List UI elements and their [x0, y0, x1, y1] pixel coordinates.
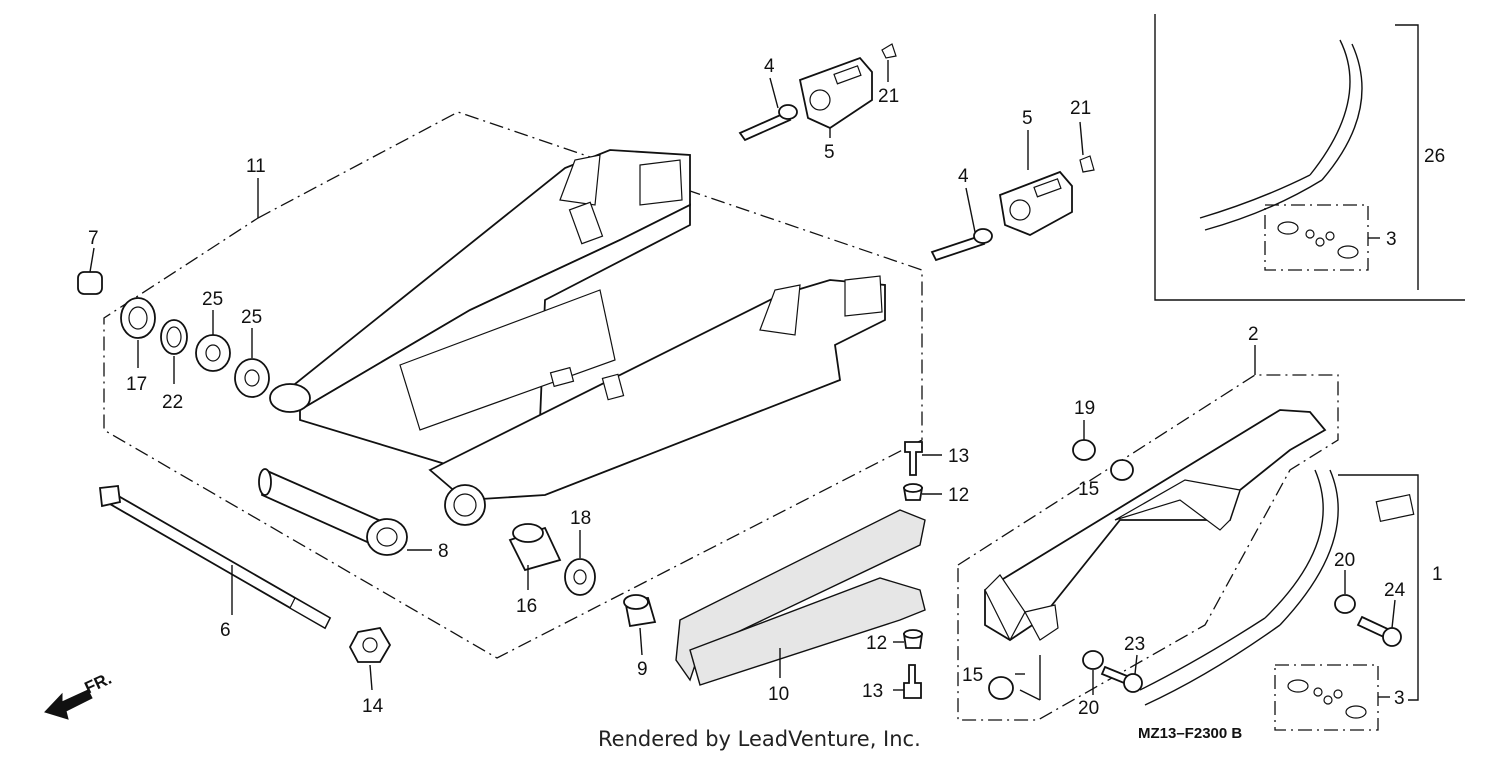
- pivot-collar: [258, 468, 408, 556]
- callout-16: 16: [516, 596, 537, 617]
- callout-20: 20: [1334, 550, 1355, 571]
- callout-5: 5: [1022, 108, 1033, 129]
- collar: [902, 483, 924, 501]
- collar: [623, 594, 657, 628]
- joint-kit-outline: [1274, 664, 1379, 731]
- callout-1: 1: [1432, 564, 1443, 585]
- callout-21: 21: [878, 86, 899, 107]
- callout-26: 26: [1424, 146, 1445, 167]
- collar: [77, 271, 103, 295]
- chain-case: [984, 409, 1327, 642]
- bolt: [903, 664, 922, 699]
- callout-12: 12: [948, 485, 969, 506]
- callout-24: 24: [1384, 580, 1406, 601]
- callout-10: 10: [768, 684, 789, 705]
- callout-15: 15: [1078, 479, 1099, 500]
- callout-17: 17: [126, 374, 147, 395]
- swingarm-group-outline: [103, 111, 923, 659]
- callout-9: 9: [637, 659, 648, 680]
- callout-19: 19: [1074, 398, 1095, 419]
- callout-labels: 11 7 17 22 25 25 8 6 14 16 18 9 10 13 12…: [88, 56, 1445, 719]
- lock-clip: [881, 43, 897, 59]
- callout-12: 12: [866, 633, 887, 654]
- callout-21: 21: [1070, 98, 1091, 119]
- chain-joint: [1277, 221, 1359, 259]
- callout-6: 6: [220, 620, 231, 641]
- callout-4: 4: [958, 166, 969, 187]
- chain-slider: [675, 509, 926, 686]
- callout-25: 25: [202, 289, 223, 310]
- pivot-collar-small: [508, 523, 562, 572]
- callout-13: 13: [862, 681, 883, 702]
- callout-4: 4: [764, 56, 775, 77]
- inset-frame: [1154, 14, 1465, 301]
- rubber-grommet: [1072, 439, 1096, 461]
- chain-adjuster-plate: [798, 56, 873, 130]
- adjusting-bolt: [930, 228, 993, 262]
- bolt: [1356, 615, 1402, 647]
- callout-3: 3: [1394, 688, 1405, 709]
- footer-credit: Rendered by LeadVenture, Inc.: [598, 727, 921, 751]
- figure-code: MZ13–F2300 B: [1138, 725, 1242, 742]
- bolt: [1100, 665, 1143, 693]
- callout-2: 2: [1248, 324, 1259, 345]
- callout-3: 3: [1386, 229, 1397, 250]
- dust-seal: [120, 297, 156, 339]
- callout-5: 5: [824, 142, 835, 163]
- callout-20: 20: [1078, 698, 1099, 719]
- callout-18: 18: [570, 508, 591, 529]
- chain-inset-bracket: [1395, 24, 1419, 290]
- front-direction-arrow: FR.: [44, 669, 115, 720]
- chain-adjuster-plate: [998, 170, 1073, 236]
- callout-25: 25: [241, 307, 262, 328]
- washer: [1082, 650, 1104, 670]
- chain-label: [1375, 493, 1415, 523]
- needle-bearing: [195, 334, 231, 372]
- pivot-bolt: [99, 485, 332, 630]
- lock-clip: [1079, 155, 1095, 173]
- callout-13: 13: [948, 446, 969, 467]
- callout-8: 8: [438, 541, 449, 562]
- adjusting-bolt: [738, 104, 798, 142]
- callout-15: 15: [962, 665, 983, 686]
- nut: [348, 627, 392, 663]
- swingarm-frame: [269, 149, 886, 526]
- drive-chain-inset: [1199, 39, 1363, 231]
- rubber-grommet: [988, 676, 1014, 700]
- chain-case-group-outline: [957, 374, 1339, 721]
- callout-11: 11: [246, 156, 266, 177]
- collar: [902, 629, 924, 649]
- callout-23: 23: [1124, 634, 1145, 655]
- callout-14: 14: [362, 696, 384, 717]
- washer: [1334, 594, 1356, 614]
- callout-22: 22: [162, 392, 183, 413]
- joint-kit-outline: [1264, 204, 1369, 271]
- callout-7: 7: [88, 228, 99, 249]
- bearing: [564, 558, 596, 596]
- chain-joint: [1287, 679, 1367, 719]
- chain-group-bracket: [1338, 474, 1419, 701]
- needle-bearing: [234, 358, 270, 398]
- drive-chain: [1139, 469, 1339, 706]
- thrust-washer: [160, 319, 188, 355]
- leader-lines: [89, 60, 1396, 701]
- bolt: [904, 441, 923, 476]
- rubber-grommet: [1110, 459, 1134, 481]
